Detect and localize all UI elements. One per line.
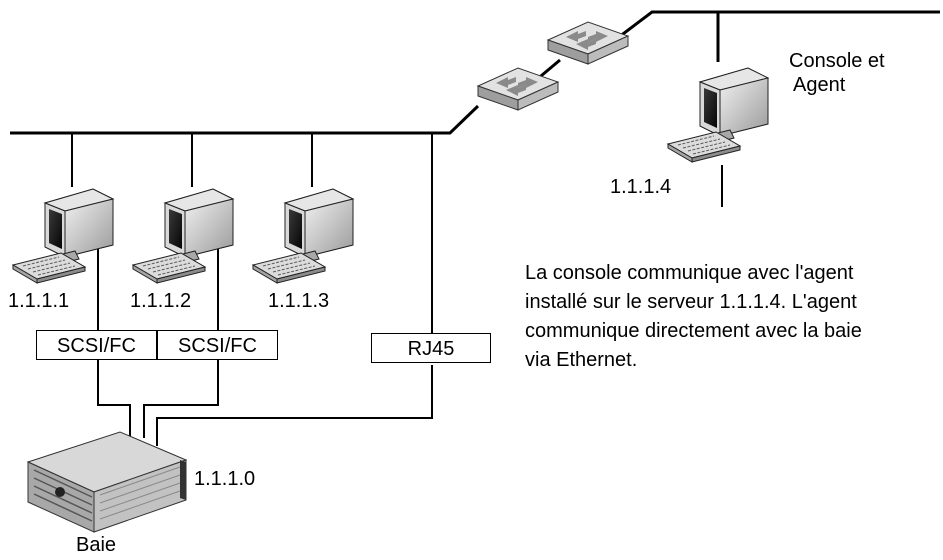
computer-icon bbox=[252, 188, 354, 284]
network-switch-icon bbox=[477, 67, 559, 111]
description-text: La console communique avec l'agent insta… bbox=[525, 259, 935, 375]
rj45-box: RJ45 bbox=[371, 333, 491, 363]
host-3-ip: 1.1.1.3 bbox=[268, 290, 330, 312]
array-name: Baie bbox=[76, 534, 117, 556]
host-2-ip: 1.1.1.2 bbox=[130, 290, 192, 312]
host-1-ip: 1.1.1.1 bbox=[8, 290, 70, 312]
scsi-fc-box-2: SCSI/FC bbox=[157, 330, 278, 360]
scsi-fc-box-1: SCSI/FC bbox=[36, 330, 157, 360]
description-line: communique directement avec la baie bbox=[525, 320, 862, 342]
console-title-line1: Console et bbox=[789, 50, 885, 72]
computer-icon bbox=[667, 67, 769, 163]
host-drops bbox=[71, 133, 723, 335]
storage-array-icon bbox=[26, 431, 188, 533]
description-line: La console communique avec l'agent bbox=[525, 262, 854, 284]
console-title-line2: Agent bbox=[793, 74, 846, 96]
console-ip: 1.1.1.4 bbox=[610, 176, 672, 198]
lan-backbone bbox=[10, 104, 480, 135]
storage-cables bbox=[97, 248, 433, 446]
description-line: via Ethernet. bbox=[525, 349, 638, 371]
network-switch-icon bbox=[547, 21, 629, 65]
uplink-2 bbox=[614, 10, 940, 42]
network-cables bbox=[10, 10, 940, 135]
description-line: installé sur le serveur 1.1.1.4. L'agent bbox=[525, 291, 857, 313]
array-ip: 1.1.1.0 bbox=[194, 468, 256, 490]
